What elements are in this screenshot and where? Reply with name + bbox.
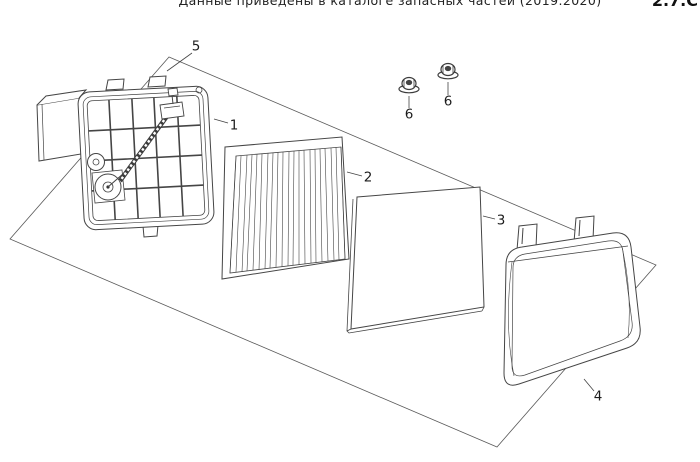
housing-tab (105, 78, 125, 91)
leader-line-4 (583, 378, 595, 392)
perspective-frame (9, 56, 657, 448)
panel-face (350, 186, 485, 330)
flange-nut-rear (437, 62, 459, 80)
flange-nuts (398, 62, 459, 94)
callout-3: 3 (496, 212, 506, 229)
catalog-note: Данные приведены в каталоге запасных час… (178, 0, 602, 8)
filter-pleats (229, 146, 346, 274)
callout-4: 4 (593, 388, 603, 405)
choke-rod (118, 110, 172, 183)
air-filter-housing (36, 75, 215, 238)
filter-element-pleated (221, 136, 350, 280)
callout-2: 2 (363, 169, 373, 186)
leader-line-1 (213, 118, 229, 124)
choke-assembly (87, 153, 126, 204)
housing-tab (147, 75, 167, 88)
leader-lines (166, 52, 595, 392)
cover-body-outline (503, 232, 641, 386)
flange-nut-front (398, 76, 420, 94)
callout-6-rear: 6 (443, 93, 453, 110)
callout-6-front: 6 (404, 106, 414, 123)
leader-line-3 (482, 215, 496, 220)
leader-line-5 (166, 52, 193, 72)
pre-filter-panel (346, 186, 485, 334)
air-filter-cover (503, 215, 641, 386)
section-code: 2.7.С (651, 0, 698, 10)
leader-line-2 (346, 171, 363, 177)
callout-5: 5 (191, 38, 201, 55)
callout-1: 1 (229, 117, 239, 134)
rod-bracket (159, 86, 203, 120)
